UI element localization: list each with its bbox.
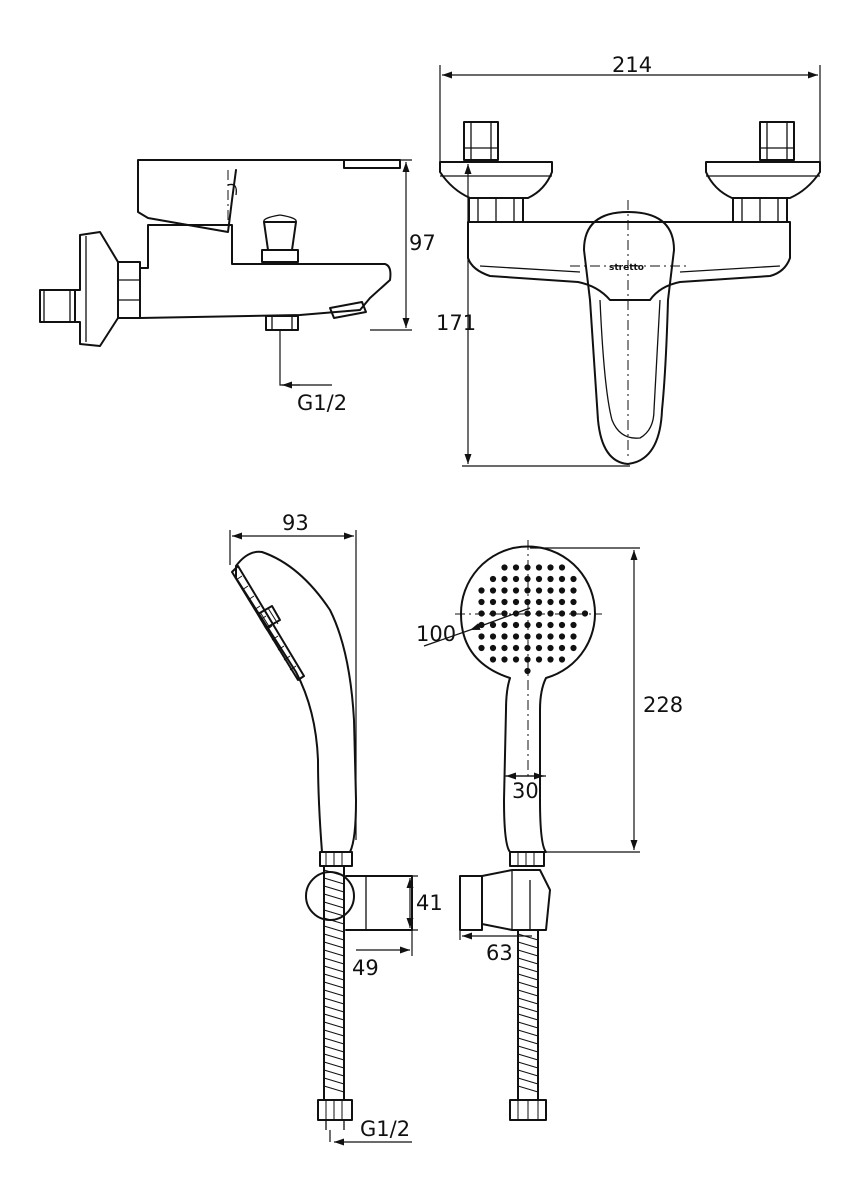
spray-nozzle bbox=[570, 644, 577, 652]
spray-nozzle bbox=[535, 621, 543, 629]
spray-nozzle bbox=[535, 598, 543, 606]
spray-nozzle bbox=[535, 587, 543, 594]
spray-nozzle bbox=[489, 575, 497, 583]
spray-nozzle bbox=[489, 644, 497, 652]
spray-nozzle bbox=[524, 656, 531, 663]
spray-nozzle bbox=[512, 656, 520, 663]
spray-nozzle bbox=[524, 610, 531, 617]
spray-nozzle bbox=[501, 621, 508, 629]
handle-width-label: 30 bbox=[512, 779, 539, 803]
mixer-side-connection-label: G1/2 bbox=[297, 391, 347, 415]
spray-nozzle bbox=[524, 633, 531, 640]
spray-nozzle bbox=[512, 587, 520, 594]
spray-nozzle bbox=[547, 644, 554, 652]
spray-nozzle bbox=[570, 598, 577, 606]
mixer-side-height-label: 97 bbox=[409, 231, 436, 255]
spray-nozzle bbox=[547, 598, 554, 606]
spray-nozzle bbox=[478, 633, 485, 640]
spray-nozzle bbox=[547, 575, 554, 583]
spray-nozzle bbox=[535, 644, 543, 652]
spray-nozzle bbox=[489, 621, 497, 629]
spray-nozzle bbox=[501, 564, 508, 571]
spray-nozzle bbox=[501, 644, 508, 652]
spray-nozzle bbox=[501, 656, 508, 663]
spray-nozzle bbox=[558, 564, 566, 571]
spray-nozzles bbox=[478, 564, 589, 675]
holder-height-label: 41 bbox=[416, 891, 443, 915]
spray-nozzle bbox=[535, 633, 543, 640]
spray-nozzle bbox=[558, 598, 566, 606]
mixer-front-width-label: 214 bbox=[612, 53, 652, 77]
spray-nozzle bbox=[489, 587, 497, 594]
spray-nozzle bbox=[501, 587, 508, 594]
spray-nozzle bbox=[570, 575, 577, 583]
spray-nozzle bbox=[478, 587, 485, 594]
spray-nozzle bbox=[558, 587, 566, 594]
total-length-label: 228 bbox=[643, 693, 683, 717]
spray-nozzle bbox=[478, 598, 485, 606]
spray-nozzle bbox=[512, 575, 520, 583]
spray-nozzle bbox=[489, 610, 497, 617]
spray-nozzle bbox=[512, 621, 520, 629]
spray-nozzle bbox=[547, 621, 554, 629]
spray-nozzle bbox=[547, 564, 554, 571]
handshower-side-connection-label: G1/2 bbox=[360, 1117, 410, 1141]
spray-nozzle bbox=[535, 656, 543, 663]
spray-nozzle bbox=[489, 656, 497, 663]
spray-nozzle bbox=[547, 587, 554, 594]
holder-width-label: 63 bbox=[486, 941, 513, 965]
handshower-side-view: 93 41 49 G1/2 bbox=[229, 511, 443, 1146]
head-diameter-label: 100 bbox=[416, 622, 456, 646]
handshower-side-length-label: 93 bbox=[282, 511, 309, 535]
spray-nozzle bbox=[512, 598, 520, 606]
spray-nozzle bbox=[558, 633, 566, 640]
spray-nozzle bbox=[501, 633, 508, 640]
spray-nozzle bbox=[524, 575, 531, 583]
spray-nozzle bbox=[501, 575, 508, 583]
spray-nozzle bbox=[512, 644, 520, 652]
spray-nozzle bbox=[558, 621, 566, 629]
spray-nozzle bbox=[524, 587, 531, 594]
handshower-front-view: 100 30 228 63 bbox=[416, 540, 683, 1121]
spray-nozzle bbox=[558, 575, 566, 583]
spray-nozzle bbox=[478, 644, 485, 652]
spray-nozzle bbox=[535, 564, 543, 571]
spray-nozzle bbox=[558, 644, 566, 652]
spray-nozzle bbox=[501, 598, 508, 606]
mixer-front-height-label: 171 bbox=[436, 311, 476, 335]
mixer-side-view: G1/2 97 bbox=[39, 159, 436, 415]
holder-depth-label: 49 bbox=[352, 956, 379, 980]
spray-nozzle bbox=[558, 656, 566, 663]
spray-nozzle bbox=[570, 610, 577, 617]
spray-nozzle bbox=[570, 633, 577, 640]
spray-nozzle bbox=[547, 633, 554, 640]
spray-nozzle bbox=[512, 633, 520, 640]
spray-nozzle bbox=[570, 621, 577, 629]
mixer-front-view: 214 stretto 171 bbox=[436, 53, 821, 467]
spray-nozzle bbox=[547, 656, 554, 663]
spray-nozzle bbox=[535, 575, 543, 583]
spray-nozzle bbox=[570, 587, 577, 594]
spray-nozzle bbox=[512, 564, 520, 571]
spray-nozzle bbox=[489, 598, 497, 606]
spray-nozzle bbox=[524, 667, 531, 675]
brand-logo-text: stretto bbox=[609, 263, 644, 273]
spray-nozzle bbox=[489, 633, 497, 640]
